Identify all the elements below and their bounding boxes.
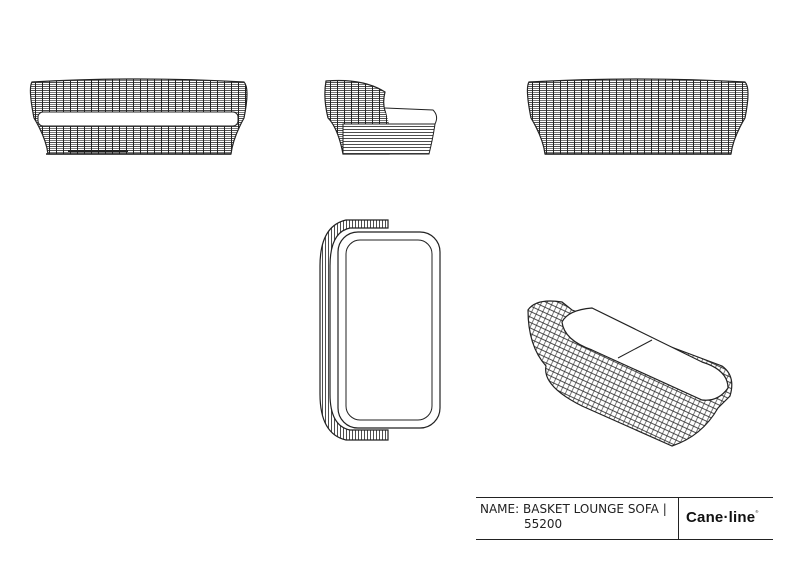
product-name-field: NAME: BASKET LOUNGE SOFA | 55200 bbox=[480, 502, 676, 532]
isometric-view-drawing bbox=[527, 300, 733, 447]
side-view-drawing bbox=[324, 79, 438, 155]
back-view-drawing bbox=[526, 78, 749, 155]
front-view-drawing bbox=[29, 78, 248, 155]
title-block: NAME: BASKET LOUNGE SOFA | 55200 Cane·li… bbox=[476, 497, 773, 540]
title-block-divider bbox=[678, 498, 679, 539]
brand-logo: Cane·line® bbox=[686, 509, 758, 526]
product-name: BASKET LOUNGE SOFA | bbox=[523, 502, 667, 516]
registered-mark: ® bbox=[755, 509, 759, 514]
brand-text: Cane·line bbox=[686, 509, 756, 526]
product-number: 55200 bbox=[524, 517, 563, 531]
top-view-drawing bbox=[319, 219, 441, 441]
name-label: NAME: bbox=[480, 502, 520, 516]
